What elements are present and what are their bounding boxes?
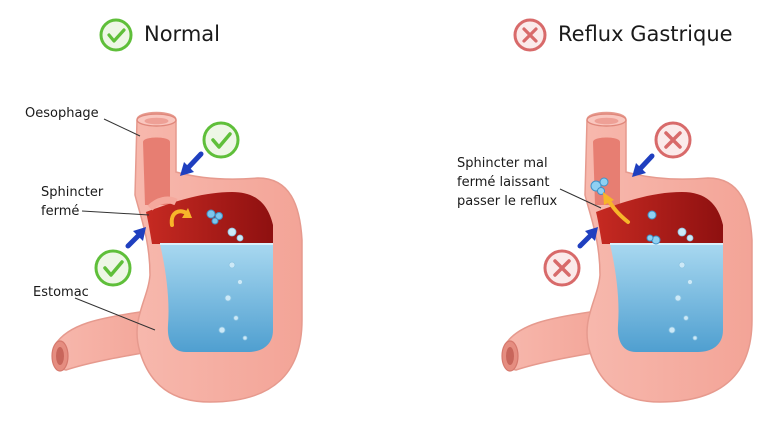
curl-arrow-icon	[169, 208, 192, 227]
stomach-normal	[51, 111, 303, 403]
label-reflux-line1: Sphincter mal	[457, 156, 548, 171]
cross-circle-icon	[654, 121, 692, 159]
cross-circle-icon	[543, 249, 581, 287]
check-circle-icon	[94, 249, 132, 287]
check-circle-icon	[202, 121, 240, 159]
blue-arrow-icon	[180, 151, 204, 176]
acid-bubbles	[206, 209, 223, 225]
normal-title: Normal	[144, 22, 220, 46]
label-sphincter: Sphincter fermé	[41, 183, 103, 221]
title-check-icon	[99, 18, 133, 52]
label-sphincter-line1: Sphincter	[41, 185, 104, 200]
normal-panel	[51, 18, 303, 403]
reflux-title: Reflux Gastrique	[558, 22, 733, 46]
label-oesophage: Oesophage	[25, 104, 99, 123]
label-estomac-text: Estomac	[33, 285, 89, 300]
label-estomac: Estomac	[33, 283, 89, 302]
blue-arrow-icon	[125, 227, 146, 249]
sphincter-closed	[147, 196, 178, 211]
blue-arrow-icon	[577, 227, 598, 249]
leader-lines	[74, 118, 156, 331]
title-cross-icon	[513, 18, 547, 52]
label-reflux-line2: fermé laissant	[457, 175, 550, 190]
leader-lines	[559, 188, 602, 209]
blue-arrow-icon	[632, 153, 655, 177]
reflux-panel	[501, 18, 753, 403]
label-oesophage-text: Oesophage	[25, 106, 99, 121]
label-sphincter-line2: fermé	[41, 204, 80, 219]
label-reflux: Sphincter mal fermé laissant passer le r…	[457, 154, 557, 211]
label-reflux-line3: passer le reflux	[457, 194, 558, 209]
reflux-bubbles	[590, 177, 661, 245]
reflux-arrow-icon	[603, 192, 630, 224]
